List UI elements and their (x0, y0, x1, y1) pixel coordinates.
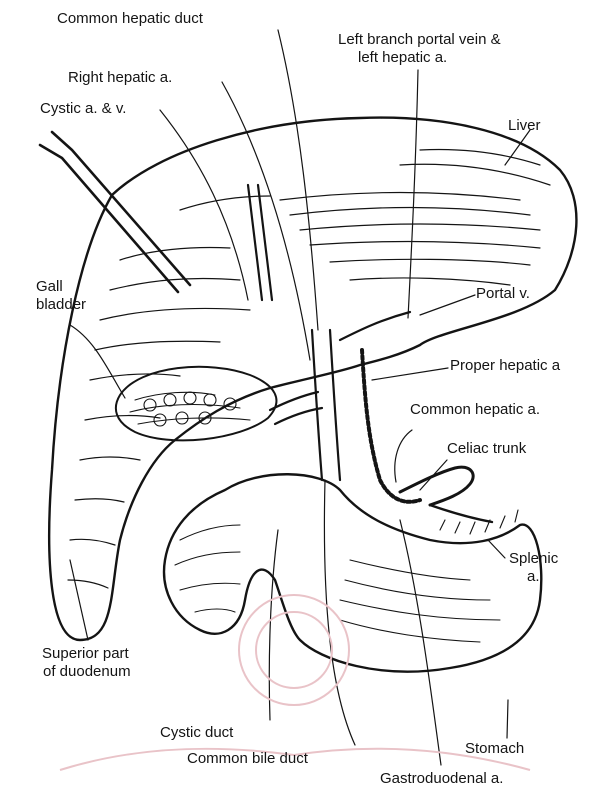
label-splenic-a-2: a. (527, 568, 540, 585)
portal-vein (340, 312, 410, 340)
label-stomach: Stomach (465, 740, 524, 757)
label-common-hepatic-a: Common hepatic a. (410, 401, 540, 418)
label-proper-hepatic-a: Proper hepatic a (450, 357, 560, 374)
label-gastroduodenal-a: Gastroduodenal a. (380, 770, 503, 787)
stomach-shading (175, 510, 518, 642)
gall-bladder-texture (130, 392, 250, 426)
ducts (248, 185, 340, 480)
label-celiac-trunk: Celiac trunk (447, 440, 526, 457)
hepatic-artery (362, 350, 420, 502)
label-cystic-a-v: Cystic a. & v. (40, 100, 126, 117)
label-portal-v: Portal v. (476, 285, 530, 302)
label-cystic-duct: Cystic duct (160, 724, 233, 741)
label-gall-bladder-2: bladder (36, 296, 86, 313)
watermark-seal (60, 595, 530, 770)
label-left-branch-portal-vein-1: Left branch portal vein & (338, 31, 501, 48)
label-common-hepatic-duct: Common hepatic duct (57, 10, 203, 27)
splenic-artery (430, 505, 492, 522)
label-right-hepatic-a: Right hepatic a. (68, 69, 172, 86)
label-superior-duodenum-2: of duodenum (43, 663, 131, 680)
label-splenic-a-1: Splenic (509, 550, 558, 567)
retractor (40, 132, 190, 292)
label-common-bile-duct: Common bile duct (187, 750, 308, 767)
label-superior-duodenum-1: Superior part (42, 645, 129, 662)
label-left-branch-portal-vein-2: left hepatic a. (358, 49, 447, 66)
label-liver: Liver (508, 117, 541, 134)
gall-bladder (116, 367, 277, 441)
label-gall-bladder-1: Gall (36, 278, 63, 295)
duodenum-stomach (164, 474, 541, 671)
celiac-trunk (400, 467, 473, 505)
